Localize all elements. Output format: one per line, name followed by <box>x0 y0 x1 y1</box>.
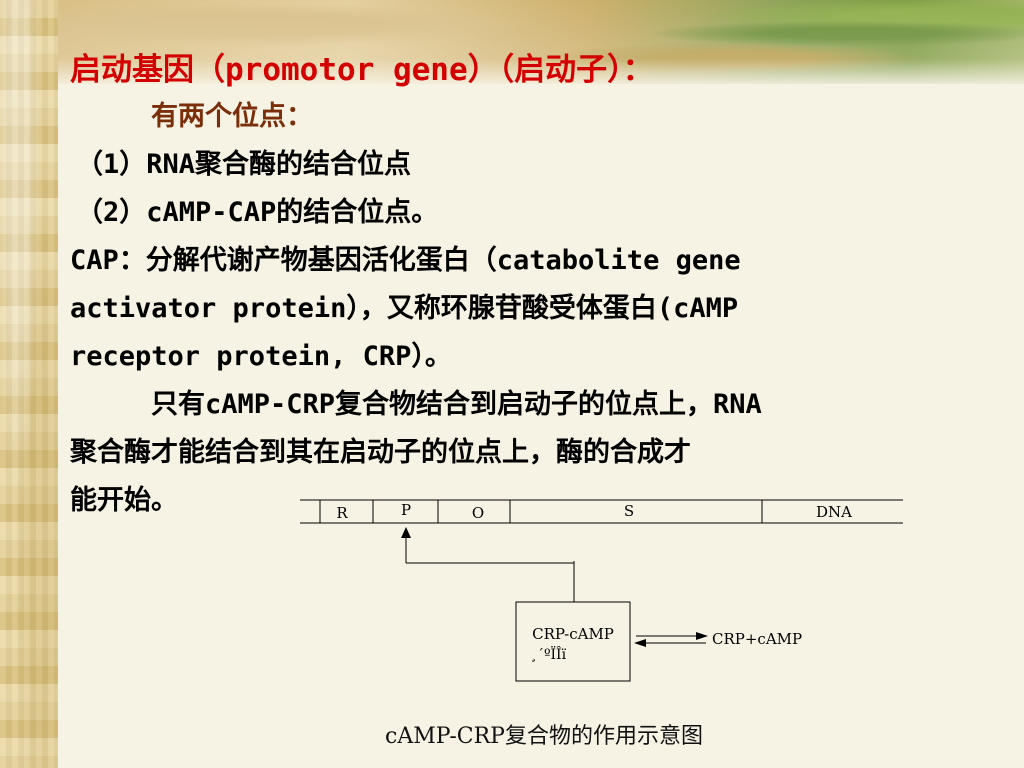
site-1: （1）RNA聚合酶的结合位点 <box>76 149 412 180</box>
dna-strip: R P O S DNA <box>300 499 903 524</box>
product-label: CRP+cAMP <box>712 630 802 648</box>
segment-p-label: P <box>401 501 411 519</box>
segment-dna-label: DNA <box>816 503 852 521</box>
segment-o-label: O <box>472 504 484 522</box>
explanation-line-2: 聚合酶才能结合到其在启动子的位点上，酶的合成才 <box>70 437 691 468</box>
complex-box: CRP-cAMP ¸´ºÏÎï <box>515 601 631 682</box>
slide-body: 有两个位点： （1）RNA聚合酶的结合位点 （2）cAMP-CAP的结合位点。 … <box>70 93 1010 525</box>
complex-sublabel: ¸´ºÏÎï <box>530 645 567 663</box>
diagram-caption: cAMP-CRP复合物的作用示意图 <box>385 724 703 749</box>
explanation-line-1: 只有cAMP-CRP复合物结合到启动子的位点上，RNA <box>151 389 762 420</box>
equilibrium-arrows: CRP+cAMP <box>634 630 802 648</box>
binding-arrow <box>401 527 575 602</box>
arrow-up-icon <box>401 527 411 538</box>
arrow-right-icon <box>696 632 708 640</box>
site-2: （2）cAMP-CAP的结合位点。 <box>76 197 439 228</box>
cap-line-2: activator protein），又称环腺苷酸受体蛋白(cAMP <box>70 293 739 324</box>
intro-line: 有两个位点： <box>151 101 313 132</box>
segment-s-label: S <box>624 502 634 520</box>
explanation-line-3: 能开始。 <box>70 485 178 516</box>
left-decorative-strip <box>0 0 58 768</box>
cap-line-3: receptor protein, CRP）。 <box>70 341 452 372</box>
slide-title: 启动基因（promotor gene）（启动子）： <box>70 52 654 88</box>
complex-label: CRP-cAMP <box>532 625 614 643</box>
operon-diagram: R P O S DNA CRP-cAMP ¸´ºÏÎï CRP+cAMP <box>300 499 903 682</box>
cap-line-1: CAP：分解代谢产物基因活化蛋白（catabolite gene <box>70 245 741 276</box>
top-decorative-band <box>58 0 1024 84</box>
arrow-left-icon <box>634 639 646 647</box>
segment-r-label: R <box>336 504 348 522</box>
